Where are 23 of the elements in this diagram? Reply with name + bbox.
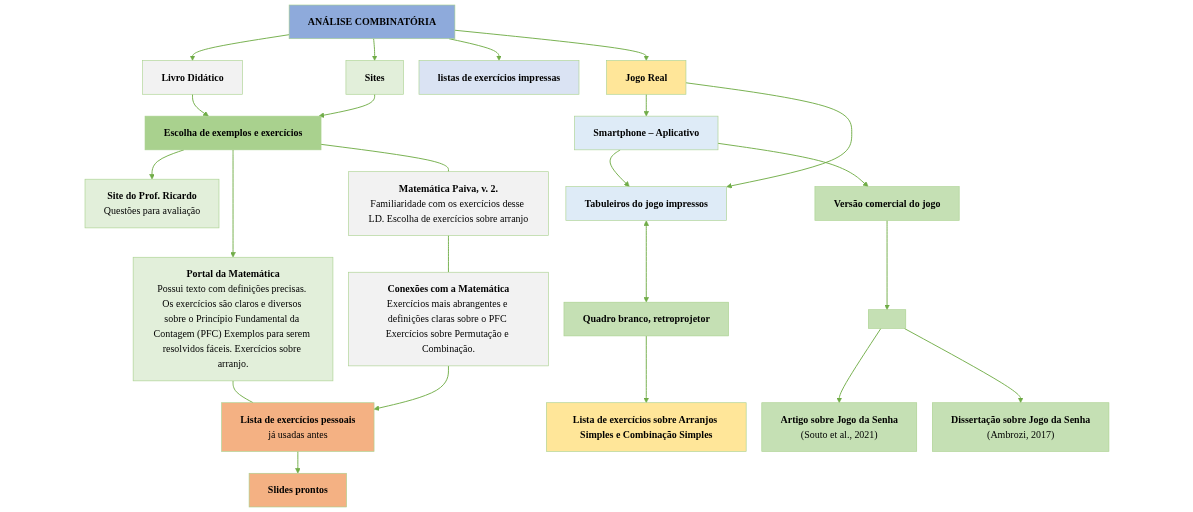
node-box: Jogo Real xyxy=(605,60,686,95)
node-box xyxy=(867,309,906,329)
node-box: Tabuleiros do jogo impressos xyxy=(565,186,727,221)
node-box: listas de exercícios impressas xyxy=(418,60,579,95)
node-box: Lista de exercícios pessoais já usadas antes xyxy=(220,402,374,452)
node-box: Versão comercial do jogo xyxy=(814,186,960,221)
node-box: ANÁLISE COMBINATÓRIA xyxy=(288,4,455,39)
node-box: Portal da Matemática Possui texto com definições precisas. Os exercícios são claros e diversos sobre o Princípio Fundamental da Contagem (PFC) Exemplos para serem resolvidos fáceis. Exercícios sobre arranjo. xyxy=(132,256,333,382)
node-box: Slides prontos xyxy=(248,472,347,508)
node-box: Livro Didático xyxy=(141,60,243,95)
node-box: Quadro branco, retroprojetor xyxy=(563,301,729,337)
node-box: Sites xyxy=(345,60,404,95)
node-box: Site do Prof. Ricardo Questões para avaliação xyxy=(84,178,219,229)
node-box: Conexões com a Matemática Exercícios mais abrangentes e definições claras sobre o PFC Exercícios sobre Permutação e Combinação. xyxy=(347,271,549,367)
connector xyxy=(447,234,449,273)
node-box: Dissertação sobre Jogo da Senha (Ambrozi, 2017) xyxy=(931,402,1109,452)
node-box: Smartphone – Aplicativo xyxy=(573,115,718,151)
node-box: Escolha de exemplos e exercícios xyxy=(144,115,321,151)
node-box: Lista de exercícios sobre Arranjos Simples e Combinação Simples xyxy=(545,402,746,452)
connector xyxy=(320,143,449,173)
node-box: Matemática Paiva, v. 2. Familiaridade com os exercícios desse LD. Escolha de exercícios sobre arranjo xyxy=(347,171,549,236)
node-box: Artigo sobre Jogo da Senha (Souto et al., 2021) xyxy=(761,402,917,452)
connector xyxy=(232,380,254,404)
